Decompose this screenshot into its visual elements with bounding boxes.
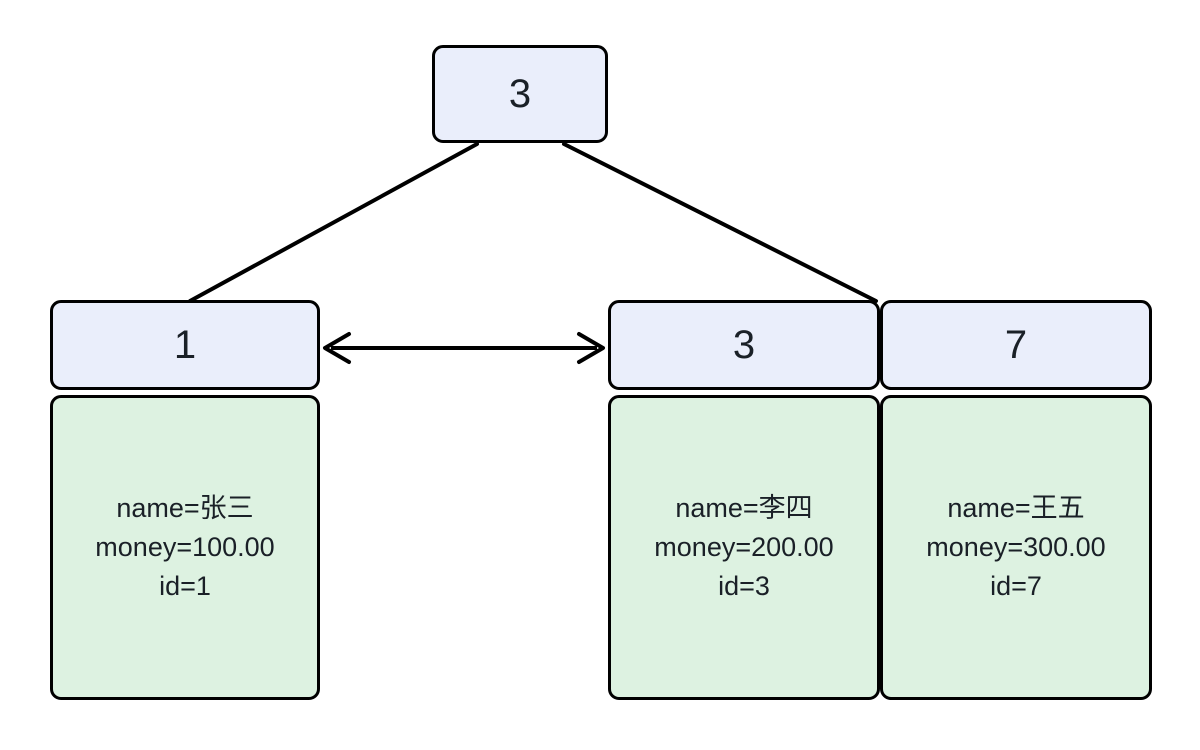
leaf-node-3-name: name=李四 xyxy=(675,492,813,523)
edge-root-to-leaf-1 xyxy=(188,142,479,303)
leaf-node-3-record: name=李四 money=200.00 id=3 xyxy=(608,395,880,700)
leaf-node-3-money: money=200.00 xyxy=(654,531,834,562)
leaf-node-7-name: name=王五 xyxy=(947,492,1085,523)
leaf-node-7-record: name=王五 money=300.00 id=7 xyxy=(880,395,1152,700)
leaf-node-7[interactable]: 7 name=王五 money=300.00 id=7 xyxy=(880,300,1152,700)
leaf-node-1-id: id=1 xyxy=(159,571,211,602)
leaf-node-7-key: 7 xyxy=(880,300,1152,390)
arrowhead-left-icon xyxy=(323,332,351,364)
leaf-node-1-money: money=100.00 xyxy=(95,531,275,562)
leaf-node-7-money: money=300.00 xyxy=(926,531,1106,562)
leaf-sibling-double-arrow xyxy=(323,332,605,364)
leaf-node-3[interactable]: 3 name=李四 money=200.00 id=3 xyxy=(608,300,880,700)
root-node[interactable]: 3 xyxy=(432,45,608,143)
arrowhead-right-icon xyxy=(577,332,605,364)
leaf-node-3-id: id=3 xyxy=(718,571,770,602)
root-node-key: 3 xyxy=(432,45,608,143)
leaf-node-3-key: 3 xyxy=(608,300,880,390)
leaf-node-7-id: id=7 xyxy=(990,571,1042,602)
leaf-node-1-record: name=张三 money=100.00 id=1 xyxy=(50,395,320,700)
leaf-node-1-key: 1 xyxy=(50,300,320,390)
leaf-node-1-name: name=张三 xyxy=(116,492,254,523)
leaf-node-1[interactable]: 1 name=张三 money=100.00 id=1 xyxy=(50,300,320,700)
edge-root-to-leaf-3 xyxy=(562,142,878,303)
